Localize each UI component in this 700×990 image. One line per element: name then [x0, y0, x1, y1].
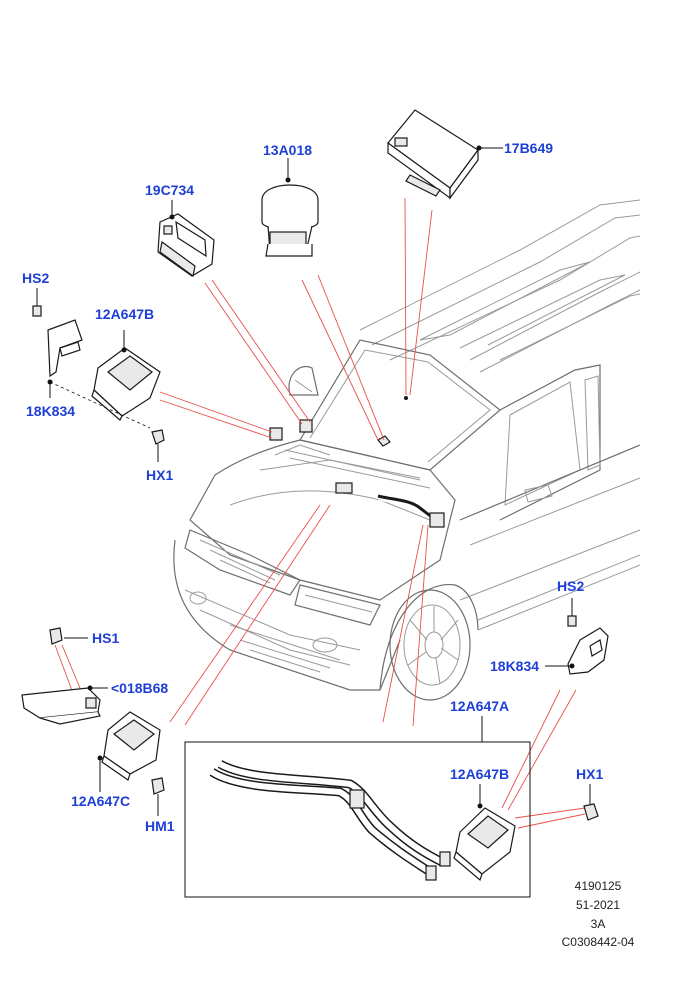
reference-illustration-number: 4190125: [575, 879, 622, 893]
callout-13A018: 13A018: [263, 142, 312, 158]
sensor-point-mark: [404, 396, 408, 400]
reference-catalogue-code: C0308442-04: [562, 935, 635, 949]
callout-HM1: HM1: [145, 818, 175, 834]
callout-12A647B-top: 12A647B: [95, 306, 154, 322]
harness-detail-box: [184, 716, 599, 898]
callout-12A647A: 12A647A: [450, 698, 509, 714]
callout-17B649: 17B649: [504, 140, 553, 156]
callout-19C734: 19C734: [145, 182, 194, 198]
camera-mount-mark: [377, 435, 391, 447]
reference-date-code: 51-2021: [576, 898, 620, 912]
callout-018B68: <018B68: [111, 680, 168, 696]
callout-12A647B-box: 12A647B: [450, 766, 509, 782]
bracket-assembly-right: [545, 598, 609, 675]
callout-HS2-right: HS2: [557, 578, 584, 594]
part-13A018-sensor: [261, 158, 319, 257]
callout-18K834-top: 18K834: [26, 403, 75, 419]
callout-HS1: HS1: [92, 630, 119, 646]
bracket-assembly-top-left: [32, 288, 165, 462]
reference-sheet: 3A: [591, 917, 606, 931]
connector-mark: [269, 427, 283, 441]
connector-mark: [335, 482, 353, 494]
vehicle-illustration: [173, 199, 641, 701]
connector-mark: [429, 512, 445, 528]
part-19C734-actuator: [157, 200, 215, 278]
part-17B649-module: [387, 109, 503, 200]
callout-12A647C: 12A647C: [71, 793, 130, 809]
reference-block: 4190125 51-2021 3A C0308442-04: [562, 879, 635, 949]
callout-HX1-top: HX1: [146, 467, 173, 483]
connector-mark: [299, 419, 313, 433]
harness-on-vehicle: [269, 396, 445, 528]
callout-18K834-right: 18K834: [490, 658, 539, 674]
bracket-assembly-bottom-left: [21, 627, 165, 816]
callout-HS2-top: HS2: [22, 270, 49, 286]
callout-HX1-right: HX1: [576, 766, 603, 782]
